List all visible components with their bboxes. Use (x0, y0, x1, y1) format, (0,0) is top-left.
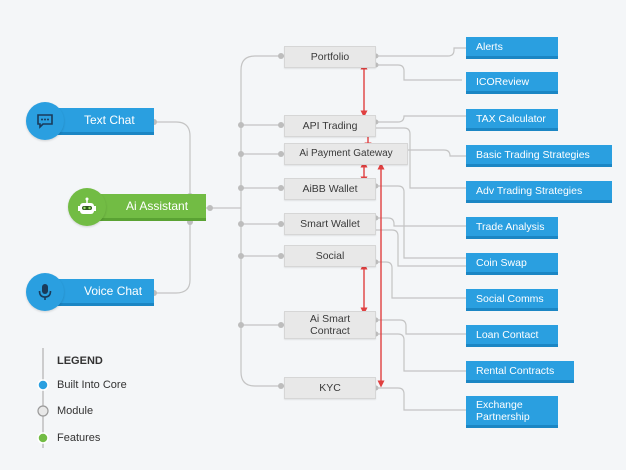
legend-feature-dot (37, 432, 49, 444)
module-ai-smart-contract[interactable]: Ai Smart Contract (284, 311, 376, 339)
feature-label: Trade Analysis (476, 220, 545, 233)
microphone-icon (26, 273, 64, 311)
module-label: Smart Wallet (300, 218, 360, 230)
module-aibb-wallet[interactable]: AiBB Wallet (284, 178, 376, 200)
feature-label: Alerts (476, 40, 503, 53)
legend-title: LEGEND (57, 355, 103, 367)
feature-loan-contact[interactable]: Loan Contact (466, 325, 558, 347)
feature-label-line1: Exchange (476, 398, 523, 411)
ai-assistant-label: Ai Assistant (126, 199, 189, 213)
module-label: API Trading (302, 120, 358, 132)
legend-module-dot (37, 405, 49, 417)
feature-tax-calculator[interactable]: TAX Calculator (466, 109, 558, 131)
legend-core-dot (37, 379, 49, 391)
connector-textchat-assistant (152, 121, 191, 196)
feature-trade-analysis[interactable]: Trade Analysis (466, 217, 558, 239)
text-chat-label: Text Chat (84, 113, 135, 127)
module-social[interactable]: Social (284, 245, 376, 267)
legend-features-label: Features (57, 432, 101, 444)
feature-label: TAX Calculator (476, 112, 546, 125)
module-label-line2: Contract (310, 325, 350, 337)
legend-core-label: Built Into Core (57, 379, 127, 391)
module-label: AiBB Wallet (302, 183, 358, 195)
connector-trunk (240, 55, 284, 387)
feature-label: Basic Trading Strategies (476, 148, 590, 161)
feature-label: Rental Contracts (476, 364, 555, 377)
module-label: KYC (319, 382, 341, 394)
feature-label: Loan Contact (476, 328, 539, 341)
feature-label: ICOReview (476, 75, 530, 88)
feature-exchange-partnership[interactable]: Exchange Partnership (466, 396, 558, 428)
feature-label: Adv Trading Strategies (476, 184, 583, 197)
module-label: Portfolio (310, 51, 350, 63)
feature-social-comms[interactable]: Social Comms (466, 289, 558, 311)
module-smart-wallet[interactable]: Smart Wallet (284, 213, 376, 235)
feature-basic-trading-strategies[interactable]: Basic Trading Strategies (466, 145, 612, 167)
feature-label: Coin Swap (476, 256, 527, 269)
feature-icoreview[interactable]: ICOReview (466, 72, 558, 94)
legend-module-label: Module (57, 405, 94, 417)
module-label: Social (315, 250, 345, 262)
feature-label-line2: Partnership (476, 410, 530, 423)
feature-label: Social Comms (476, 292, 544, 305)
feature-rental-contracts[interactable]: Rental Contracts (466, 361, 574, 383)
connector-voicechat-assistant (152, 222, 191, 294)
module-api-trading[interactable]: API Trading (284, 115, 376, 137)
module-label: Ai Payment Gateway (299, 148, 393, 159)
feature-coin-swap[interactable]: Coin Swap (466, 253, 558, 275)
module-portfolio[interactable]: Portfolio (284, 46, 376, 68)
module-ai-payment-gateway[interactable]: Ai Payment Gateway (284, 143, 408, 165)
feature-adv-trading-strategies[interactable]: Adv Trading Strategies (466, 181, 612, 203)
robot-icon (68, 188, 106, 226)
module-kyc[interactable]: KYC (284, 377, 376, 399)
chat-bubble-icon (26, 102, 64, 140)
feature-alerts[interactable]: Alerts (466, 37, 558, 59)
voice-chat-label: Voice Chat (84, 284, 143, 298)
module-label-line1: Ai Smart (309, 313, 351, 325)
